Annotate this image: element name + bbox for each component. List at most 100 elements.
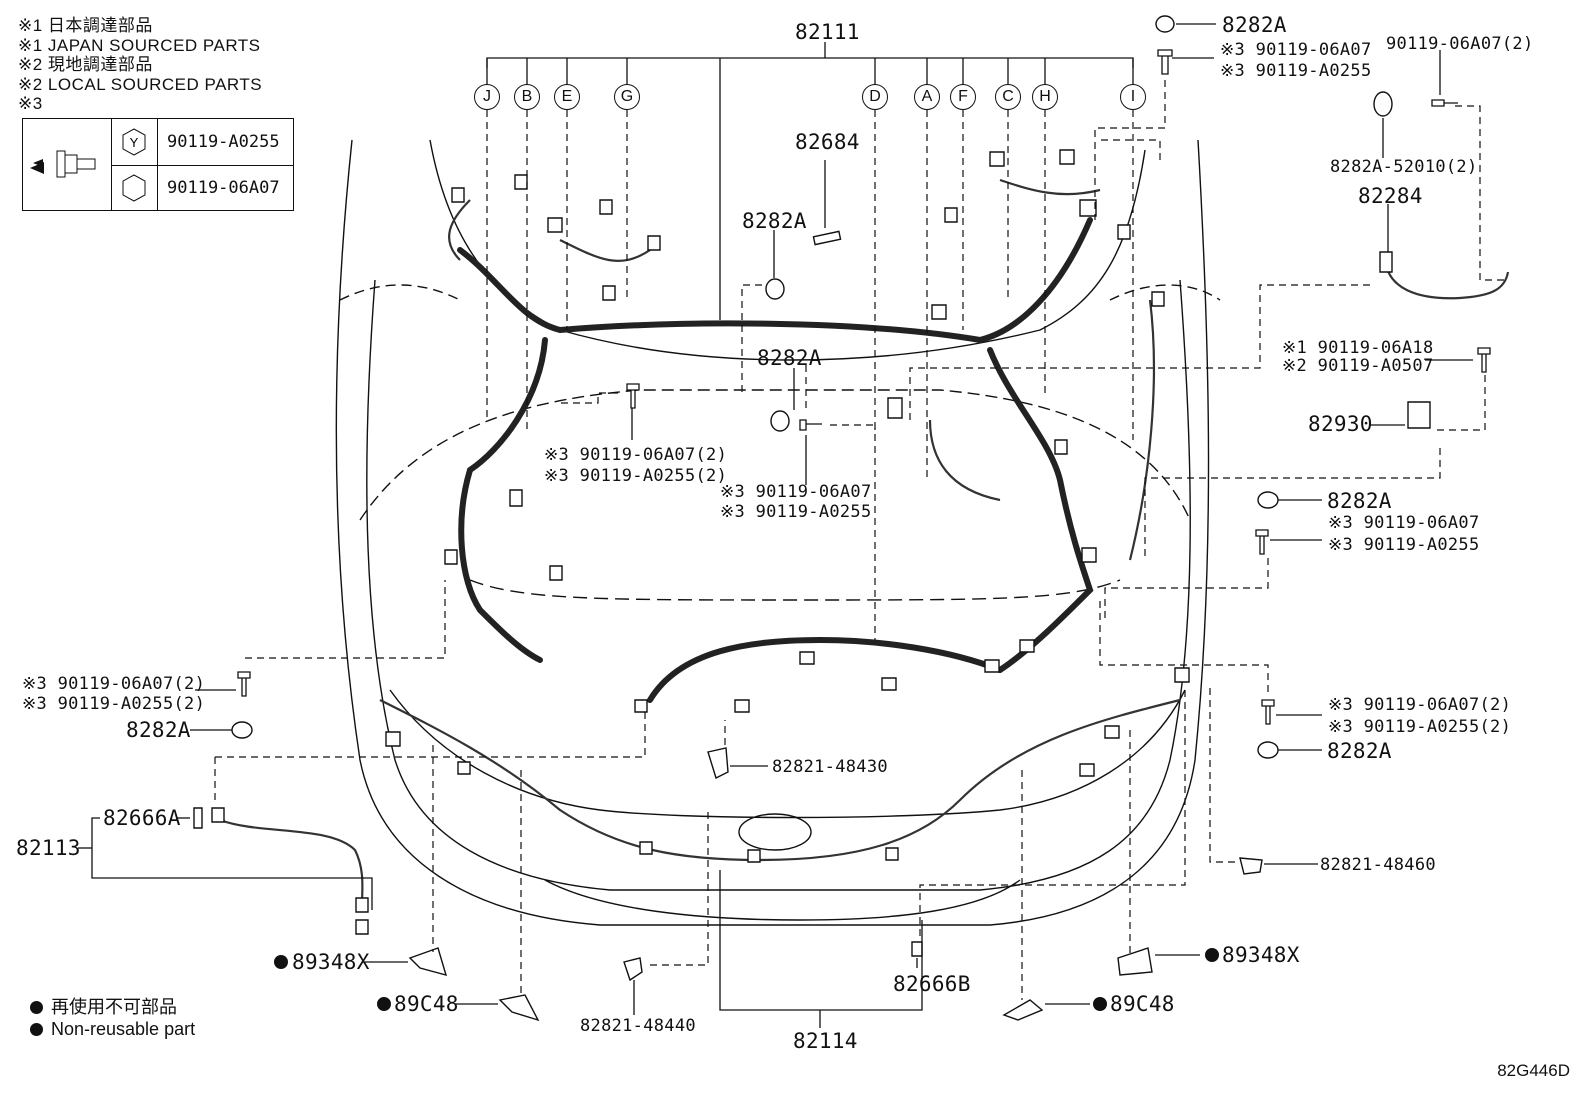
dot-89C48-right (1093, 997, 1107, 1011)
clip-82821-48460 (1240, 858, 1262, 874)
label-bolt-06A07-2-far-right: 90119-06A07(2) (1386, 34, 1534, 54)
dot-89348X-right (1205, 948, 1219, 962)
body-outline-left (336, 140, 1208, 925)
label-bolt-A0507: ※2 90119-A0507 (1282, 356, 1434, 376)
circle-label-j: J (474, 84, 500, 110)
harness-branch-1 (449, 200, 470, 260)
label-bolt-A0255-2-center: ※3 90119-A0255(2) (544, 466, 728, 486)
label-bolt-A0255-center: ※3 90119-A0255 (720, 502, 872, 522)
legend-line-2: ※1 JAPAN SOURCED PARTS (18, 35, 261, 55)
harness-right-down (990, 350, 1090, 670)
harness-82113 (220, 820, 362, 905)
clip-89C48-right (1004, 1000, 1042, 1020)
label-82666B: 82666B (893, 972, 971, 996)
label-82666A: 82666A (103, 806, 181, 830)
bumper-line (390, 690, 1185, 818)
clip-82821-48430 (708, 748, 728, 778)
clip-8282A-right-a (1258, 492, 1278, 508)
label-89348X-right: 89348X (1222, 943, 1300, 967)
dot-89348X-left (274, 955, 288, 969)
circle-label-b: B (514, 84, 540, 110)
harness-82284 (1385, 255, 1508, 298)
label-bolt-06A18: ※1 90119-06A18 (1282, 338, 1434, 358)
clip-82666A (194, 808, 202, 828)
label-82113: 82113 (16, 836, 81, 860)
circle-label-d: D (862, 84, 888, 110)
label-89C48-left: 89C48 (394, 992, 459, 1016)
circle-label-h: H (1032, 84, 1058, 110)
label-bolt-A0255-2-right: ※3 90119-A0255(2) (1328, 717, 1512, 737)
emblem-ellipse (739, 814, 811, 850)
bracket-89348X-left (410, 948, 446, 975)
bolt-part-a0255: 90119-A0255 (167, 132, 280, 152)
clip-8282A-52010 (1374, 92, 1392, 116)
footnote-jp: 再使用不可部品 (30, 993, 177, 1019)
clip-8282A-left (232, 722, 252, 738)
harness-bumper-right (760, 700, 1180, 860)
engine-bay-arc (360, 390, 1190, 520)
clip-82666B (912, 942, 922, 956)
label-89348X-left: 89348X (292, 950, 370, 974)
footnote-jp-text: 再使用不可部品 (51, 997, 177, 1017)
bolt-symbol-cell: Y (111, 119, 158, 210)
illustration-code: 82G446D (1497, 1061, 1570, 1080)
clip-8282A-center-a (766, 279, 784, 299)
label-bolt-A0255-2-left: ※3 90119-A0255(2) (22, 694, 206, 714)
label-8282A-left: 8282A (126, 718, 191, 742)
circle-label-i: I (1120, 84, 1146, 110)
legend-line-3: ※2 現地調達部品 (18, 55, 153, 74)
radiator-dash (470, 580, 1120, 600)
bracket-82111 (487, 58, 1133, 68)
harness-top-main (460, 220, 1090, 340)
label-82821-48430: 82821-48430 (772, 757, 888, 777)
harness-bumper-left (380, 700, 760, 860)
bolt-table: Y 90119-A0255 90119-06A07 (22, 118, 294, 211)
label-bolt-06A07-2-center: ※3 90119-06A07(2) (544, 445, 728, 465)
label-89C48-right: 89C48 (1110, 992, 1175, 1016)
legend-line-1: ※1 日本調達部品 (18, 16, 153, 35)
label-82114: 82114 (793, 1029, 858, 1053)
part-82684-icon (813, 231, 840, 244)
label-bolt-A0255-tr: ※3 90119-A0255 (1220, 61, 1372, 81)
label-8282A-b: 8282A (757, 346, 822, 370)
clip-8282A-top (1156, 16, 1174, 32)
circle-label-f: F (950, 84, 976, 110)
label-8282A-a: 8282A (742, 209, 807, 233)
circle-label-a: A (914, 84, 940, 110)
harness-front (650, 640, 1000, 700)
label-bolt-06A07-right: ※3 90119-06A07 (1328, 513, 1480, 533)
label-8282A-52010: 8282A-52010(2) (1330, 157, 1478, 177)
label-82821-48460: 82821-48460 (1320, 855, 1436, 875)
label-bolt-06A07-2-right: ※3 90119-06A07(2) (1328, 695, 1512, 715)
bumper-lower (545, 880, 1020, 920)
harness-branch-3 (1000, 180, 1100, 194)
label-8282A-right-a: 8282A (1327, 489, 1392, 513)
label-82284: 82284 (1358, 184, 1423, 208)
clip-89C48-left (500, 995, 538, 1020)
label-82111: 82111 (795, 20, 860, 44)
legend-line-4: ※2 LOCAL SOURCED PARTS (18, 74, 263, 94)
flange-bolt-icon (33, 119, 109, 209)
harness-branch-5 (1130, 300, 1154, 560)
body-inner-outline (367, 280, 1190, 890)
label-82930: 82930 (1308, 412, 1373, 436)
label-8282A-top-right: 8282A (1222, 13, 1287, 37)
fender-right-dash (1110, 285, 1220, 300)
non-reusable-dot-icon (30, 1023, 43, 1036)
clip-8282A-center-b (771, 411, 789, 431)
hex-y-label: Y (130, 135, 139, 150)
label-82821-48440: 82821-48440 (580, 1016, 696, 1036)
circle-label-c: C (995, 84, 1021, 110)
dot-89C48-left (377, 997, 391, 1011)
footnote-en: Non-reusable part (30, 1019, 195, 1040)
circle-label-g: G (614, 84, 640, 110)
non-reusable-dot-icon (30, 1001, 43, 1014)
bracket-89348X-right (1118, 948, 1152, 975)
harness-left-down (461, 340, 545, 660)
hex-y-icon: Y (122, 128, 146, 202)
bolt-illustration-cell (23, 119, 112, 210)
label-8282A-right-b: 8282A (1327, 739, 1392, 763)
legend-line-5: ※3 (18, 94, 43, 113)
legend: ※1 日本調達部品 ※1 JAPAN SOURCED PARTS ※2 現地調達… (18, 16, 262, 114)
